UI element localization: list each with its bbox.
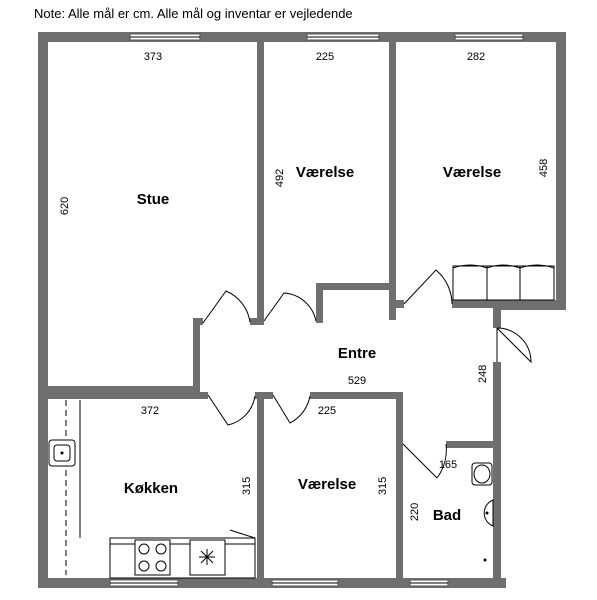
dim-vaerelse-3-height: 315: [377, 477, 389, 495]
kitchen-counter: [109, 529, 256, 579]
room-label-vaerelse-3: Værelse: [298, 476, 356, 493]
drain-icon: [483, 558, 487, 562]
fixtures: [48, 264, 555, 579]
wardrobe: [452, 264, 555, 301]
dim-vaerelse-2-width: 282: [467, 51, 485, 63]
room-label-koekken: Køkken: [124, 480, 178, 497]
dim-vaerelse-2-height: 458: [538, 159, 550, 177]
dim-entre-width: 529: [348, 375, 366, 387]
room-label-bad: Bad: [433, 507, 461, 524]
room-label-vaerelse-1: Værelse: [296, 164, 354, 181]
dishwasher-icon: [189, 539, 226, 576]
plan-note: Note: Alle mål er cm. Alle mål og invent…: [34, 6, 353, 21]
dim-stue-width: 373: [144, 51, 162, 63]
dim-bad-height: 220: [409, 503, 421, 521]
windows: [109, 33, 524, 587]
dim-stue-height: 620: [59, 197, 71, 215]
dim-vaerelse-1-width: 225: [316, 51, 334, 63]
stove-icon: [134, 539, 171, 576]
doors: [202, 269, 532, 479]
dim-bad-width: 165: [439, 459, 457, 471]
sink-icon: [48, 439, 76, 467]
washbasin-icon: [483, 499, 494, 527]
room-label-stue: Stue: [137, 191, 170, 208]
toilet-icon: [471, 462, 493, 486]
dim-koekken-width: 372: [141, 405, 159, 417]
dim-koekken-height: 315: [241, 477, 253, 495]
dim-vaerelse-1-height: 492: [274, 169, 286, 187]
room-label-vaerelse-2: Værelse: [443, 164, 501, 181]
room-label-entre: Entre: [338, 345, 376, 362]
dim-entre-height: 248: [477, 365, 489, 383]
dim-vaerelse-3-width: 225: [318, 405, 336, 417]
